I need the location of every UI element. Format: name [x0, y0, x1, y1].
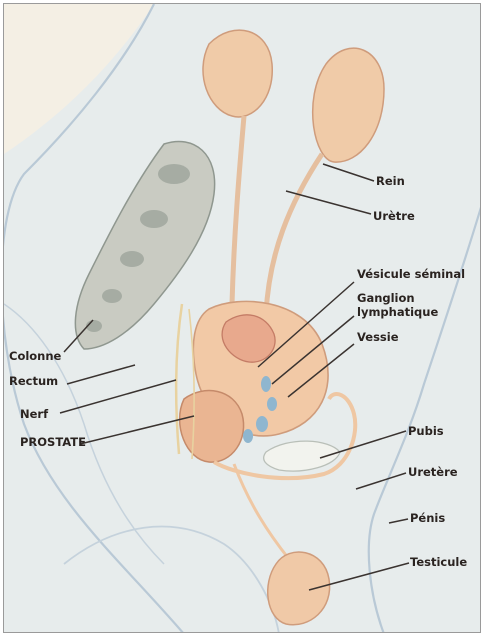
label-penis: Pénis [410, 512, 445, 525]
label-rein: Rein [376, 175, 405, 188]
label-testicule: Testicule [410, 556, 467, 569]
label-uretre: Urètre [373, 210, 415, 223]
label-rectum: Rectum [9, 375, 58, 388]
label-nerf: Nerf [20, 408, 48, 421]
label-lymphatique: lymphatique [357, 306, 438, 319]
label-prostate: PROSTATE [20, 436, 86, 449]
label-ganglion: Ganglion [357, 292, 415, 305]
anatomy-illustration: Rein Urètre Vésicule séminal Ganglion ly… [3, 3, 481, 633]
label-vessie: Vessie [357, 331, 399, 344]
label-pubis: Pubis [408, 425, 444, 438]
label-colonne: Colonne [9, 350, 61, 363]
label-uretere: Uretère [408, 466, 458, 479]
label-vesicule-seminal: Vésicule séminal [357, 268, 465, 281]
